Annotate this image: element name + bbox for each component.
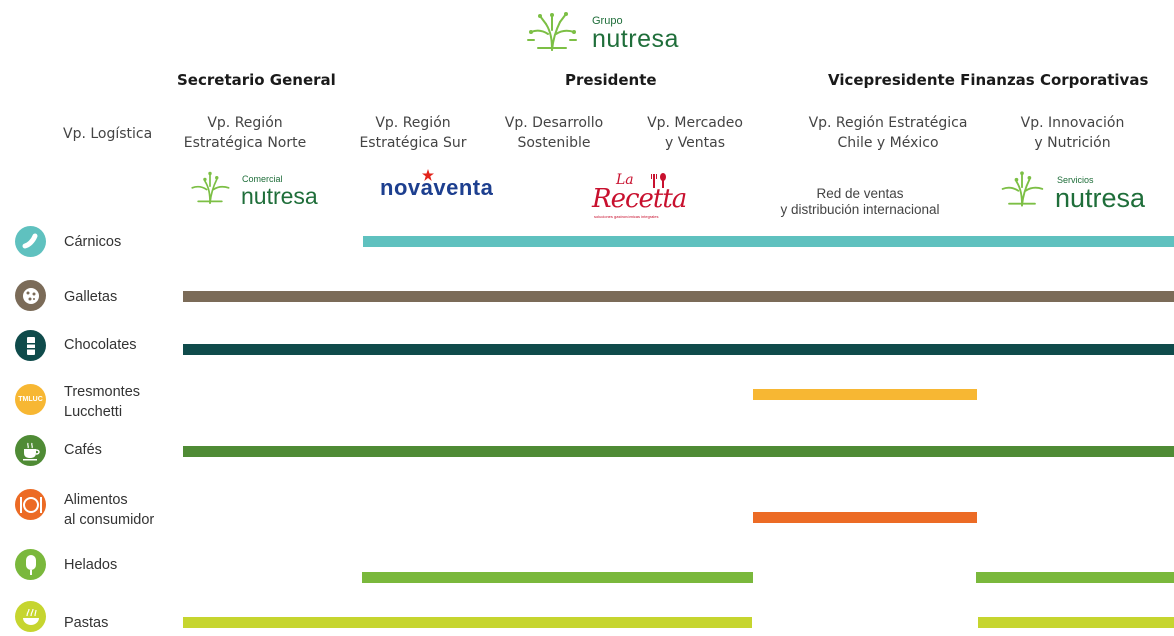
logo-small-text: Grupo [592, 15, 623, 27]
logo-big-text: nutresa [592, 25, 679, 53]
category-label-carnicos: Cárnicos [64, 234, 122, 250]
category-label-tresmontes: Tresmontes Lucchetti [64, 382, 140, 422]
vp-innovacion: Vp. Innovación y Nutrición [1000, 113, 1145, 153]
la-recetta-logo: La Recetta soluciones gastronómicas inte… [588, 172, 698, 220]
red-ventas-line1: Red de ventas [816, 186, 904, 201]
category-label-helados: Helados [64, 557, 118, 573]
vp-norte: Vp. Región Estratégica Norte [175, 113, 315, 153]
category-label-cafes: Cafés [64, 442, 102, 458]
category-label-alimentos-line2: al consumidor [64, 512, 155, 528]
novaventa-logo: novaventa [380, 169, 520, 205]
vp-logistica: Vp. Logística [63, 126, 153, 142]
vp-desarrollo-line2: Sostenible [517, 135, 591, 151]
grupo-nutresa-logo: Grupo nutresa [526, 8, 686, 54]
tree-icon [527, 12, 577, 51]
category-label-pastas: Pastas [64, 615, 109, 631]
vp-innovacion-line2: y Nutrición [1034, 135, 1111, 151]
bar-alimentos [753, 512, 977, 523]
vp-mercadeo: Vp. Mercadeo y Ventas [630, 113, 760, 153]
bar-cafes [183, 446, 1174, 457]
bar-pastas-left [183, 617, 752, 628]
category-label-galletas: Galletas [64, 289, 118, 305]
bar-chocolates [183, 344, 1174, 355]
servicios-big-text: nutresa [1055, 183, 1146, 213]
vp-desarrollo: Vp. Desarrollo Sostenible [494, 113, 614, 153]
comercial-big-text: nutresa [241, 183, 318, 209]
la-recetta-small-text: La [616, 172, 634, 188]
vp-chile-line2: Chile y México [837, 135, 939, 151]
cookie-icon [15, 280, 46, 311]
star-icon [422, 169, 434, 181]
comercial-small-text: Comercial [242, 174, 283, 184]
vp-norte-line1: Vp. Región [207, 115, 283, 131]
popsicle-icon [15, 549, 46, 580]
vp-desarrollo-line1: Vp. Desarrollo [504, 115, 604, 131]
plate-cutlery-icon [15, 489, 46, 520]
title-secretario-general: Secretario General [177, 71, 336, 89]
vp-chile: Vp. Región Estratégica Chile y México [788, 113, 988, 153]
la-recetta-big-text: Recetta [592, 184, 687, 214]
vp-norte-line2: Estratégica Norte [183, 135, 307, 151]
bar-pastas-right [978, 617, 1174, 628]
vp-sur-line2: Estratégica Sur [359, 135, 467, 151]
title-presidente: Presidente [565, 71, 657, 89]
tree-icon [191, 171, 230, 204]
category-label-alimentos-line1: Alimentos [64, 492, 128, 508]
servicios-small-text: Servicios [1057, 175, 1094, 185]
vp-sur-line1: Vp. Región [375, 115, 451, 131]
red-ventas-text: Red de ventas y distribución internacion… [760, 186, 960, 218]
tmluc-badge-icon: TMLUC [15, 384, 46, 415]
tree-icon [1001, 171, 1044, 207]
sausage-icon [15, 226, 46, 257]
bar-carnicos [363, 236, 1174, 247]
title-vp-finanzas: Vicepresidente Finanzas Corporativas [828, 71, 1149, 89]
category-label-chocolates: Chocolates [64, 337, 137, 353]
novaventa-text: novaventa [380, 175, 494, 200]
chocolate-bar-icon [15, 330, 46, 361]
vp-sur: Vp. Región Estratégica Sur [343, 113, 483, 153]
comercial-nutresa-logo: Comercial nutresa [188, 166, 328, 212]
bar-galletas [183, 291, 1174, 302]
fork-spoon-icon [651, 173, 666, 188]
vp-chile-line1: Vp. Región Estratégica [808, 115, 968, 131]
bar-helados-left [362, 572, 753, 583]
la-recetta-tagline: soluciones gastronómicas integrales [594, 214, 659, 219]
bar-tresmontes [753, 389, 977, 400]
servicios-nutresa-logo: Servicios nutresa [998, 166, 1158, 216]
coffee-cup-icon [15, 435, 46, 466]
tmluc-badge-text: TMLUC [18, 396, 43, 403]
pasta-bowl-icon [15, 601, 46, 632]
category-label-alimentos: Alimentos al consumidor [64, 490, 154, 530]
red-ventas-line2: y distribución internacional [780, 202, 940, 217]
category-label-tresmontes-line1: Tresmontes [64, 384, 141, 400]
vp-mercadeo-line1: Vp. Mercadeo [647, 115, 743, 131]
vp-mercadeo-line2: y Ventas [664, 135, 726, 151]
category-label-tresmontes-line2: Lucchetti [64, 404, 123, 420]
vp-innovacion-line1: Vp. Innovación [1020, 115, 1125, 131]
bar-helados-right [976, 572, 1174, 583]
